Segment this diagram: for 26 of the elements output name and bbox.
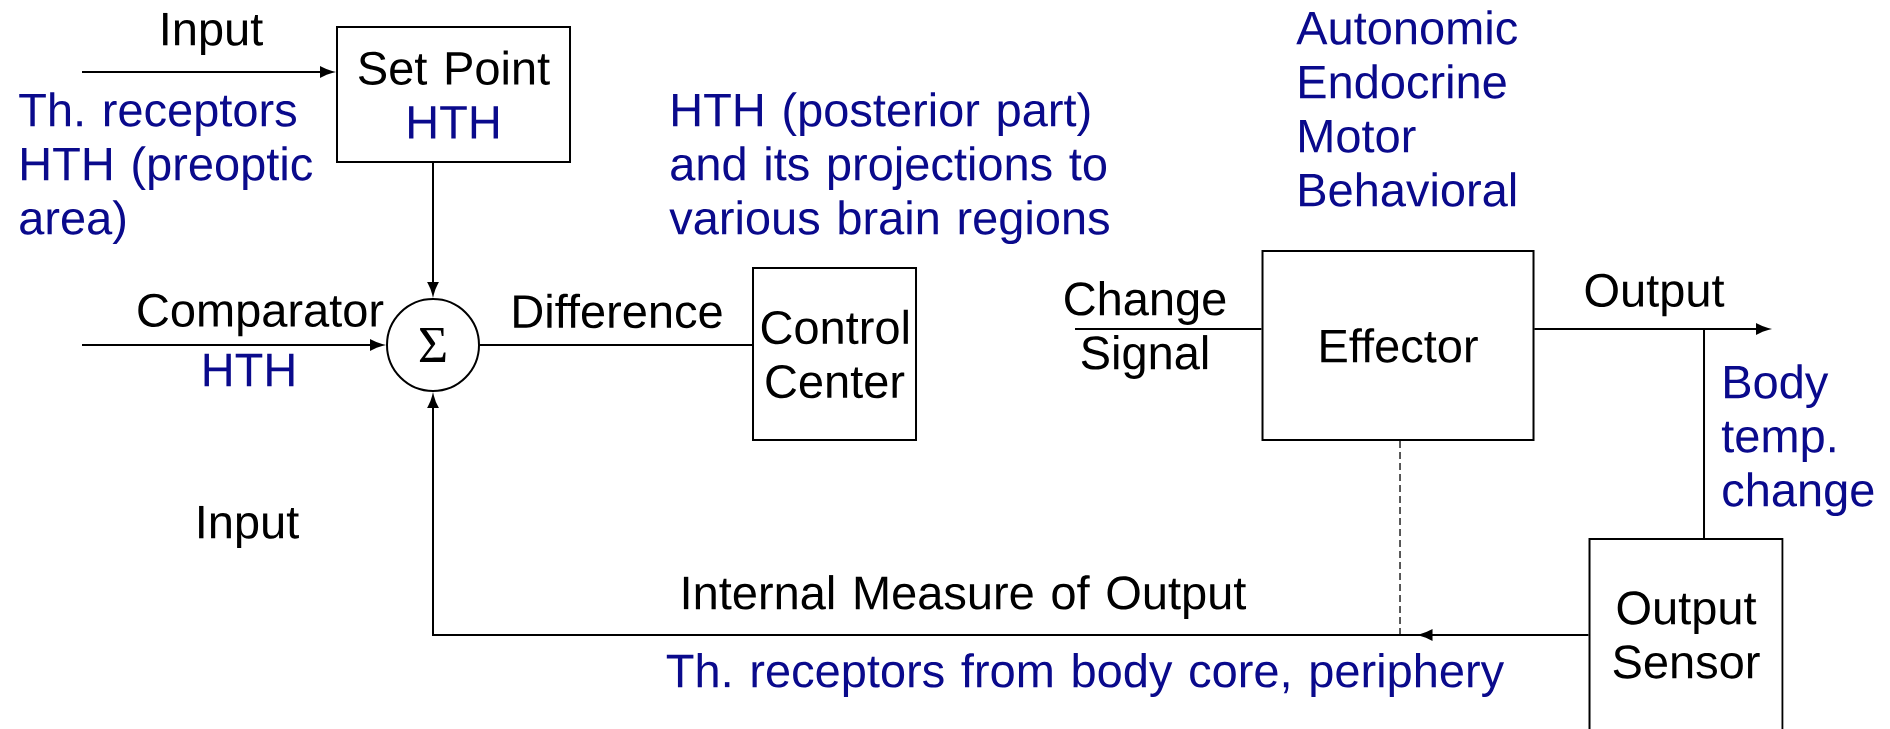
connector-line: [479, 344, 753, 346]
note-text: Autonomic Endocrine Motor Behavioral: [1296, 10, 1517, 207]
leader-line: [1399, 440, 1401, 636]
arrow: [81, 66, 333, 78]
process-box: Output Sensor: [1588, 538, 1784, 729]
note-text: Th. receptors from body core, periphery: [666, 653, 1505, 697]
connector-line: [1074, 328, 1263, 330]
connector-line: [1533, 328, 1705, 539]
arrow: [81, 339, 383, 351]
edge-label: Output: [1585, 273, 1725, 317]
process-box: Control Center: [752, 267, 917, 441]
edge-label: Internal Measure of Output: [683, 575, 1247, 619]
note-text: HTH: [204, 353, 294, 387]
note-text: Input: [199, 505, 299, 549]
arrow: [427, 395, 1590, 641]
note-text: Body temp. change: [1721, 364, 1874, 516]
summing-junction: Σ: [386, 298, 480, 392]
note-text: HTH (posterior part) and its projections to various brain regions: [669, 92, 1109, 244]
note-text: Th. receptors HTH (preoptic area): [19, 92, 312, 244]
arrow: [427, 162, 439, 295]
process-box: Set Point HTH: [336, 26, 571, 163]
edge-label: Input: [163, 12, 263, 56]
edge-label: Difference: [514, 293, 722, 329]
note-text: Comparator: [138, 293, 384, 337]
edge-label: Change Signal: [1065, 281, 1226, 379]
process-box: Effector: [1261, 250, 1535, 441]
